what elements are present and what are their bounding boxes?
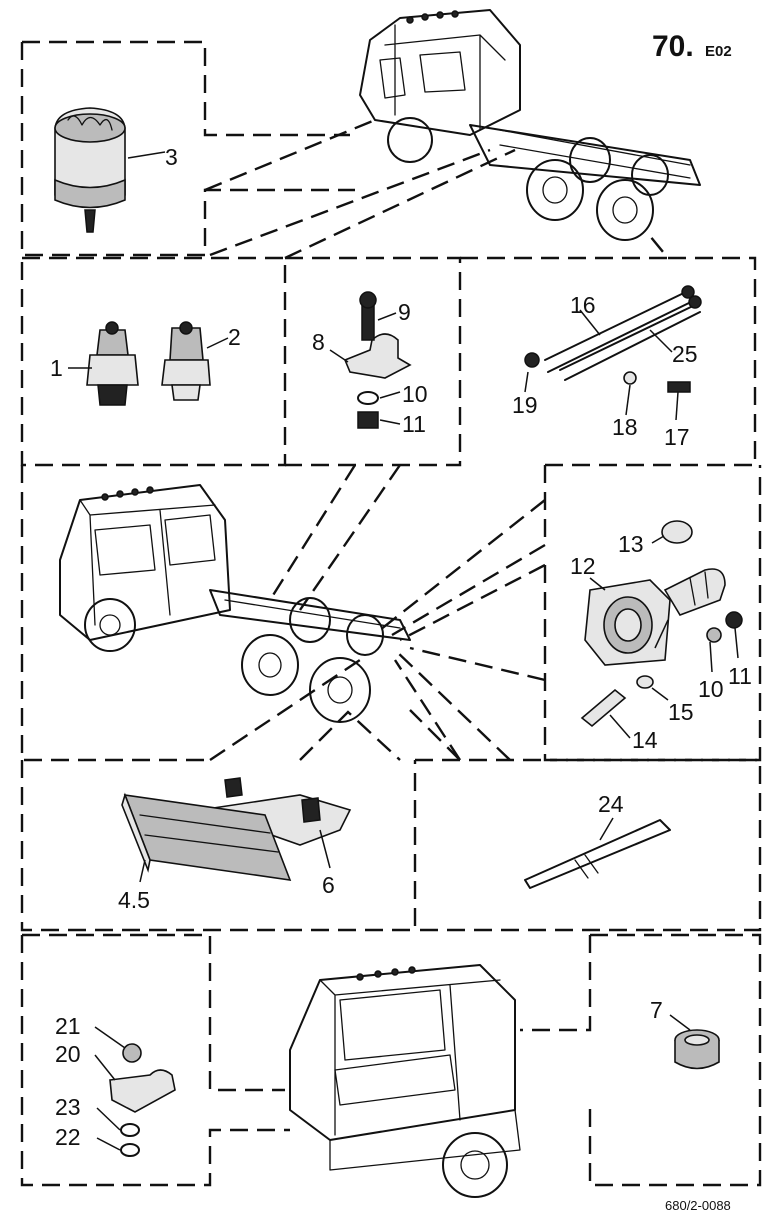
part-7-grommet (674, 1029, 720, 1070)
truck-illustration-middle (59, 484, 411, 723)
callout-18: 18 (612, 414, 638, 440)
part-24-strap (524, 817, 671, 889)
callout-23: 23 (55, 1094, 81, 1120)
callout-6: 6 (322, 872, 335, 898)
part-12-socket (580, 520, 743, 728)
part-2-switch (161, 321, 211, 401)
page-code-sub: E02 (705, 43, 732, 60)
part-3-relay (54, 107, 126, 233)
callout-labels: 3 1 2 9 8 10 11 16 25 19 18 17 13 12 10 … (50, 144, 752, 1150)
callout-21: 21 (55, 1013, 81, 1039)
panel-frames (20, 40, 762, 1187)
drawing-reference: 680/2-0088 (665, 1198, 731, 1213)
part-20-bracket (109, 1043, 176, 1157)
callout-3: 3 (165, 144, 178, 170)
callout-leaders (68, 151, 739, 1151)
part-8-clamp (343, 291, 412, 429)
callout-11-a: 11 (402, 411, 426, 437)
callout-2: 2 (228, 324, 241, 350)
callout-24: 24 (598, 791, 624, 817)
page-code-main: 70. (652, 30, 694, 63)
callout-20: 20 (55, 1041, 81, 1067)
callout-16: 16 (570, 292, 596, 318)
callout-10-a: 10 (402, 381, 428, 407)
leader-lines (204, 118, 546, 761)
part-16-25-rods (524, 285, 702, 393)
callout-13: 13 (618, 531, 644, 557)
part-1-switch (86, 321, 139, 406)
callout-14: 14 (632, 727, 658, 753)
part-4-5-lamp (121, 777, 352, 881)
truck-illustration-top (359, 9, 701, 241)
callout-10-b: 10 (698, 676, 724, 702)
callout-12: 12 (570, 553, 596, 579)
callout-22: 22 (55, 1124, 81, 1150)
truck-illustration-bottom (289, 964, 521, 1198)
callout-1: 1 (50, 355, 63, 381)
callout-19: 19 (512, 392, 538, 418)
callout-7: 7 (650, 997, 663, 1023)
callout-9: 9 (398, 299, 411, 325)
callout-8: 8 (312, 329, 325, 355)
callout-4-5: 4.5 (118, 887, 150, 913)
callout-15: 15 (668, 699, 694, 725)
callout-11-b: 11 (728, 663, 752, 689)
callout-25: 25 (672, 341, 698, 367)
page-code: 70. E02 (652, 30, 732, 63)
callout-17: 17 (664, 424, 690, 450)
